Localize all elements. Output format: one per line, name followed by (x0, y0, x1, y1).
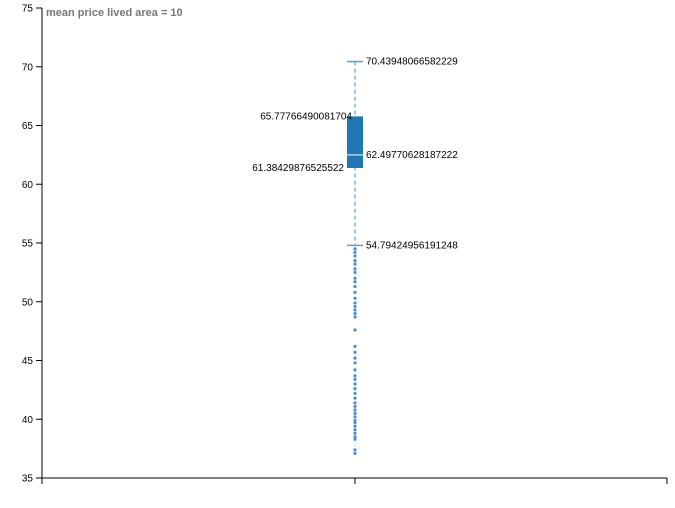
upper-whisker-label: 70.43948066582229 (366, 57, 458, 68)
outlier-point (353, 424, 357, 428)
outlier-point (353, 408, 357, 412)
outlier-point (353, 435, 357, 439)
outlier-point (353, 368, 357, 372)
outlier-point (353, 311, 357, 316)
outlier-point (353, 280, 357, 284)
outlier-point (353, 382, 357, 386)
outlier-point (353, 361, 357, 365)
outlier-point (353, 387, 357, 391)
q3-label: 65.77766490081704 (260, 111, 352, 122)
outlier-point (353, 377, 357, 381)
outlier-point (353, 328, 357, 332)
outlier-point (353, 284, 357, 289)
outlier-point (353, 290, 357, 294)
q1-label: 61.38429876525522 (252, 163, 344, 174)
outlier-point (353, 267, 357, 271)
outlier-point (353, 421, 357, 425)
outlier-point (353, 250, 357, 254)
outlier-point (353, 411, 357, 415)
y-tick-label: 60 (22, 180, 34, 191)
outlier-point (353, 254, 357, 258)
y-tick-label: 75 (22, 4, 34, 15)
outlier-point (353, 344, 357, 348)
lower-whisker-label: 54.79424956191248 (366, 240, 458, 251)
median-label: 62.49770628187222 (366, 150, 458, 161)
box-group: 70.43948066582229 65.77766490081704 62.497… (252, 57, 458, 252)
iqr-box (347, 116, 363, 168)
outlier-point (353, 431, 357, 435)
outlier-point (353, 304, 357, 309)
outlier-point (353, 308, 357, 312)
outlier-point (353, 396, 357, 400)
outlier-point (353, 315, 357, 319)
y-tick-label: 40 (22, 415, 34, 426)
y-tick-label: 45 (22, 356, 34, 367)
y-tick-label: 50 (22, 297, 34, 308)
outlier-point (353, 350, 357, 354)
outlier-point (353, 356, 357, 360)
outlier-point (353, 451, 357, 455)
outlier-point (353, 391, 357, 395)
outlier-point (353, 437, 357, 441)
outlier-point (353, 259, 357, 263)
x-axis (41, 477, 668, 484)
outlier-point (353, 262, 357, 266)
y-tick-label: 70 (22, 62, 34, 73)
outlier-point (353, 247, 357, 251)
outlier-point (353, 404, 357, 408)
outlier-point (353, 415, 357, 419)
outlier-point (353, 276, 357, 280)
outlier-point (353, 301, 357, 305)
outlier-point (353, 448, 357, 452)
outlier-point (353, 296, 357, 300)
outlier-point (353, 418, 357, 423)
y-tick-label: 55 (22, 239, 34, 250)
y-tick-label: 35 (22, 474, 34, 485)
y-axis: 35 40 45 50 55 60 65 70 75 (22, 4, 43, 485)
outlier-point (353, 401, 357, 405)
outliers-group (353, 247, 357, 455)
y-tick-label: 65 (22, 121, 34, 132)
chart-title: mean price lived area = 10 (46, 7, 183, 19)
outlier-point (353, 428, 357, 432)
outlier-point (353, 270, 357, 274)
outlier-point (353, 374, 357, 378)
